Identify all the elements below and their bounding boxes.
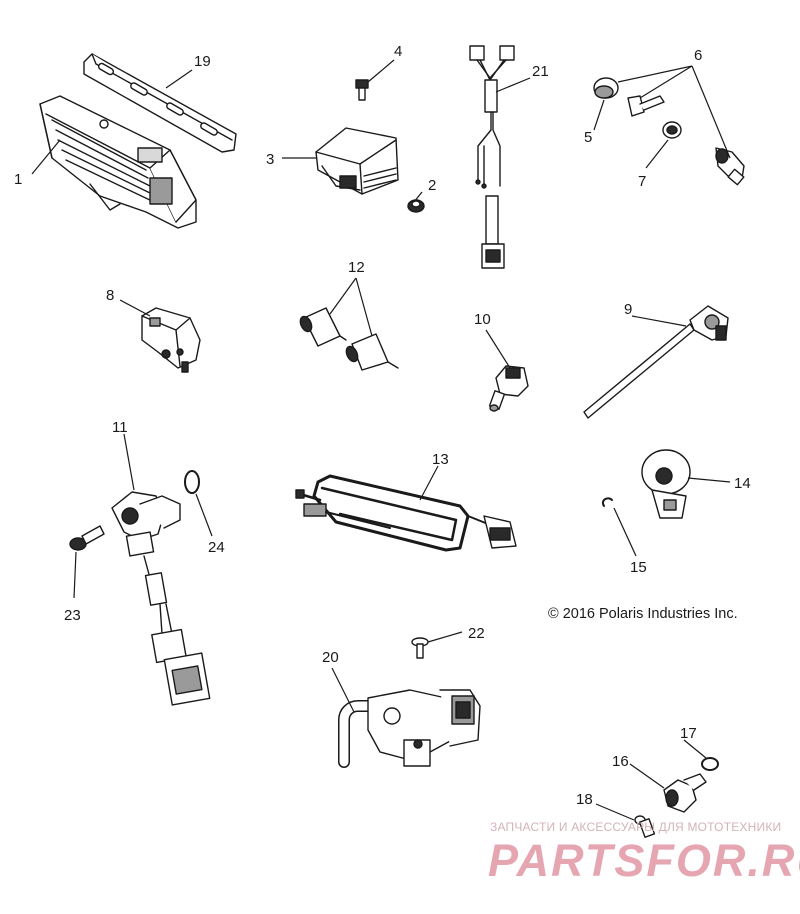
part-14-knock-sensor [641,449,691,519]
callout-9: 9 [624,301,632,318]
part-5-cap [593,77,619,99]
callout-1: 1 [14,171,22,188]
callout-8: 8 [106,287,114,304]
part-23-bolt [69,525,105,551]
part-18-screw [634,815,656,838]
callout-23: 23 [64,607,81,624]
part-22-screw [411,637,429,659]
callout-4: 4 [394,43,402,60]
callout-24: 24 [208,539,225,556]
part-10-temp-sensor [488,365,529,412]
part-8-map-sensor [141,307,201,373]
callout-6: 6 [694,47,702,64]
part-9-probe [583,305,729,419]
part-1-ecu [39,95,197,229]
part-4-bolt [355,79,369,101]
part-2-grommet [407,199,425,213]
callout-3: 3 [266,151,274,168]
callout-21: 21 [532,63,549,80]
callout-14: 14 [734,475,751,492]
callout-22: 22 [468,625,485,642]
part-17-oring [701,757,719,771]
part-6-sensor [715,147,745,186]
part-21-harness [469,45,515,269]
copyright-notice: © 2016 Polaris Industries Inc. [548,606,738,622]
leader-lines [31,59,731,821]
callout-7: 7 [638,173,646,190]
callout-20: 20 [322,649,339,666]
callout-13: 13 [432,451,449,468]
callout-10: 10 [474,311,491,328]
callout-15: 15 [630,559,647,576]
part-16-fitting [663,773,707,813]
callout-17: 17 [680,725,697,742]
callout-18: 18 [576,791,593,808]
part-12-cylinders [299,307,399,371]
part-6-clip [627,95,665,117]
part-24-oring [184,470,200,494]
watermark-tagline: ЗАПЧАСТИ И АКСЕССУАРЫ ДЛЯ МОТОТЕХНИКИ [490,820,782,834]
callout-11: 11 [112,419,128,436]
watermark-brand: PARTSFOR.RU [488,835,800,886]
callout-5: 5 [584,129,592,146]
callout-labels: 1 19 4 3 2 21 6 5 7 8 12 10 9 11 24 23 1… [14,43,751,808]
part-20-valve [338,689,481,768]
part-3-module [315,127,399,195]
callout-2: 2 [428,177,436,194]
part-19-bracket [83,53,237,153]
callout-19: 19 [194,53,211,70]
callout-12: 12 [348,259,365,276]
part-11-sensor [111,491,211,706]
callout-16: 16 [612,753,629,770]
part-7-washer [662,121,682,139]
part-13-cable [295,474,517,552]
part-15-clip [602,497,613,507]
